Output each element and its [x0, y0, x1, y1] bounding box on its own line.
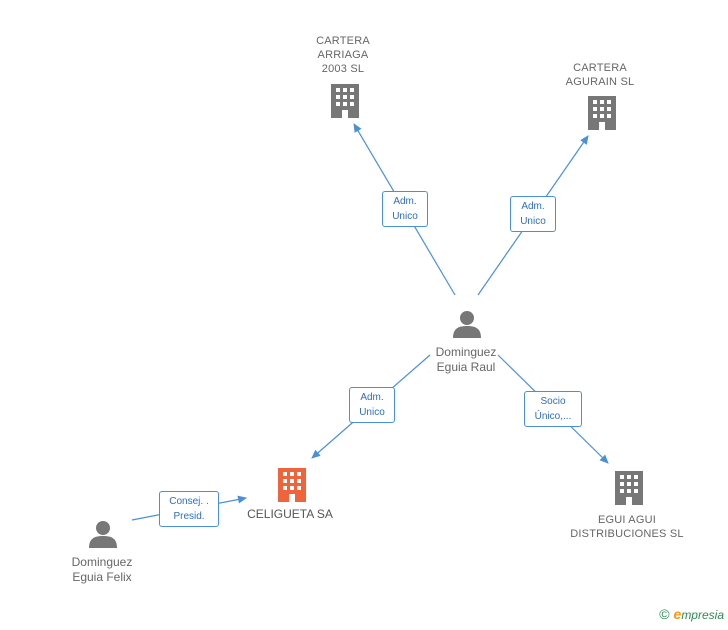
copyright-icon: © [659, 606, 670, 622]
node-dominguez-felix[interactable]: Dominguez Eguia Felix [52, 555, 152, 585]
node-label-line: Eguia Felix [72, 570, 132, 584]
building-icon[interactable] [331, 84, 359, 118]
node-label-line: EGUI AGUI [597, 514, 657, 526]
edge-label-line: Unico [520, 216, 546, 227]
building-icon[interactable] [588, 96, 616, 130]
edge-label-line: Único,... [534, 411, 572, 422]
building-icon-focus[interactable] [278, 468, 306, 502]
node-label-line: 2003 SL [321, 62, 365, 75]
node-label-line: CARTERA [316, 35, 370, 47]
edge-label-line: Consej. . [169, 496, 209, 507]
edge-label-raul-celigueta[interactable]: Adm. Unico [349, 387, 395, 423]
node-label-line: DISTRIBUCIONES SL [570, 527, 684, 540]
brand-name: mpresia [681, 608, 724, 622]
edge-label-raul-arriaga[interactable]: Adm. Unico [382, 191, 428, 227]
edge-label-line: Unico [392, 211, 418, 222]
person-icon[interactable] [89, 521, 117, 548]
edge-label-line: Adm. [360, 392, 384, 403]
person-icon[interactable] [453, 311, 481, 338]
node-label-line: CELIGUETA SA [247, 507, 333, 521]
edge-label-felix-celigueta[interactable]: Consej. . Presid. [159, 491, 219, 527]
edge-label-line: Adm. [393, 196, 417, 207]
node-cartera-agurain[interactable]: CARTERA AGURAIN SL [555, 62, 645, 90]
edge-label-raul-egui[interactable]: Socio Único,... [524, 391, 582, 427]
edge-label-line: Presid. [173, 511, 205, 522]
node-label-line: CARTERA [573, 62, 627, 74]
building-icon[interactable] [615, 471, 643, 505]
node-label-line: Dominguez [435, 345, 497, 359]
node-label-line: Eguia Raul [436, 360, 496, 374]
edges [131, 123, 609, 521]
node-dominguez-raul[interactable]: Dominguez Eguia Raul [418, 345, 514, 375]
edge-label-line: Socio [540, 396, 566, 407]
edge-label-line: Unico [359, 407, 385, 418]
brand-initial: e [673, 606, 682, 622]
node-label-line: Dominguez [71, 555, 133, 569]
edge-label-raul-agurain[interactable]: Adm. Unico [510, 196, 556, 232]
node-celigueta[interactable]: CELIGUETA SA [240, 507, 340, 522]
empresia-logo[interactable]: ©empresia [659, 606, 724, 622]
node-cartera-arriaga[interactable]: CARTERA ARRIAGA 2003 SL [300, 35, 386, 76]
node-egui-agui[interactable]: EGUI AGUI DISTRIBUCIONES SL [567, 514, 687, 542]
node-label-line: AGURAIN SL [565, 75, 635, 88]
edge-label-line: Adm. [521, 201, 545, 212]
node-label-line: ARRIAGA [317, 48, 369, 61]
